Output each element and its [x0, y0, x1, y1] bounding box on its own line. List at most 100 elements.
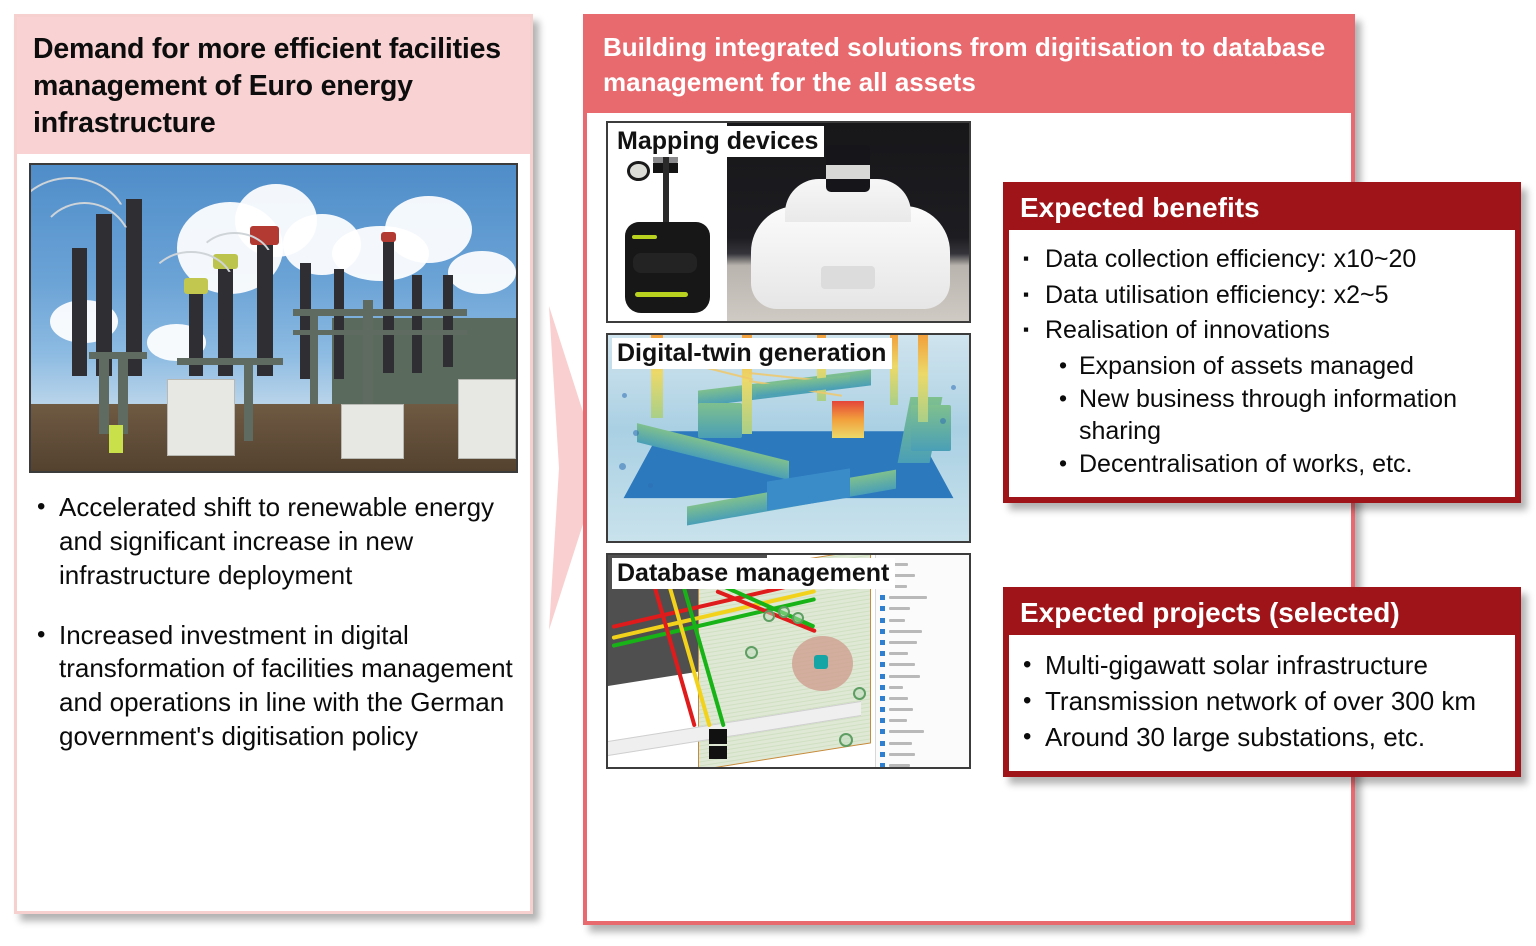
gis-node	[853, 686, 867, 700]
scanner-camera	[627, 160, 650, 181]
point-cloud-speck	[618, 462, 626, 470]
layer-checkbox-icon[interactable]	[880, 740, 886, 746]
list-item: • Transmission network of over 300 km	[1023, 685, 1505, 718]
layer-name-text	[889, 696, 909, 700]
layer-checkbox-icon[interactable]	[880, 718, 886, 724]
gis-layer-row[interactable]	[880, 660, 967, 670]
gis-layer-row[interactable]	[880, 615, 967, 625]
gis-layer-row[interactable]	[880, 626, 967, 636]
list-item: • Around 30 large substations, etc.	[1023, 721, 1505, 754]
expected-benefits-title: Expected benefits	[1020, 192, 1260, 223]
left-panel-title: Demand for more efficient facilities man…	[33, 33, 501, 140]
layer-checkbox-icon[interactable]	[880, 595, 886, 601]
gis-node	[763, 610, 776, 623]
backpack-strap	[631, 234, 658, 239]
layer-checkbox-icon[interactable]	[880, 695, 886, 701]
layer-name-text	[889, 663, 916, 667]
gis-layer-row[interactable]	[880, 637, 967, 647]
steel-column	[98, 354, 109, 435]
layer-checkbox-icon[interactable]	[880, 673, 886, 679]
gis-node	[792, 612, 805, 625]
steel-beam	[292, 308, 468, 316]
layer-name-text	[889, 741, 912, 745]
layer-checkbox-icon[interactable]	[880, 707, 886, 713]
layer-checkbox-icon[interactable]	[880, 628, 886, 634]
card-label-mapping-devices: Mapping devices	[612, 126, 825, 158]
list-item: ▪ Realisation of innovations	[1023, 315, 1505, 347]
list-item: • Accelerated shift to renewable energy …	[37, 491, 516, 592]
overhead-wire	[147, 250, 235, 288]
layer-name-text	[889, 585, 907, 589]
point-cloud-hot-equipment	[831, 401, 865, 439]
layer-checkbox-icon[interactable]	[880, 606, 886, 612]
steel-column	[309, 308, 318, 404]
gis-layer-row[interactable]	[880, 649, 967, 659]
insulator-stack	[300, 263, 312, 380]
list-item-text: Transmission network of over 300 km	[1045, 686, 1477, 717]
gis-layer-row[interactable]	[880, 749, 967, 759]
gis-layer-row[interactable]	[880, 693, 967, 703]
list-item-text: Data collection efficiency: x10~20	[1045, 245, 1417, 274]
list-item: ▪ Data collection efficiency: x10~20	[1023, 244, 1505, 276]
bullet-marker: •	[1023, 687, 1032, 715]
backpack-pocket	[633, 253, 697, 274]
layer-checkbox-icon[interactable]	[880, 617, 886, 623]
gis-layer-row[interactable]	[880, 738, 967, 748]
overhead-wire	[195, 232, 274, 263]
gis-layer-row[interactable]	[880, 761, 967, 768]
layer-checkbox-icon[interactable]	[880, 639, 886, 645]
gis-layer-panel[interactable]	[875, 555, 969, 768]
list-item-text: Data utilisation efficiency: x2~5	[1045, 280, 1389, 309]
point-cloud-speck	[647, 483, 653, 489]
layer-checkbox-icon[interactable]	[880, 751, 886, 757]
expected-benefits-box: Expected benefits ▪ Data collection effi…	[1003, 182, 1521, 503]
card-digital-twin: Digital-twin generation	[606, 333, 971, 544]
gis-layer-row[interactable]	[880, 716, 967, 726]
control-cabinet	[341, 403, 405, 459]
layer-name-text	[889, 685, 904, 689]
layer-name-text	[889, 596, 928, 600]
layer-name-text	[889, 752, 916, 756]
gis-node	[839, 733, 854, 748]
sub-list-item-text: New business through information sharing	[1079, 385, 1457, 445]
layer-name-text	[889, 629, 923, 633]
substation-photo-container	[17, 154, 530, 474]
layer-checkbox-icon[interactable]	[880, 684, 886, 690]
gis-database-screenshot	[608, 555, 969, 768]
layer-name-text	[889, 607, 910, 611]
gis-layer-row[interactable]	[880, 671, 967, 681]
layer-checkbox-icon[interactable]	[880, 651, 886, 657]
steel-beam	[89, 351, 148, 360]
card-database-management: Database management	[606, 553, 971, 770]
left-panel-bullet-list: • Accelerated shift to renewable energy …	[17, 473, 530, 754]
layer-name-text	[889, 640, 917, 644]
control-cabinet	[166, 379, 235, 456]
list-item: ▪ Data utilisation efficiency: x2~5	[1023, 280, 1505, 312]
expected-projects-body: • Multi-gigawatt solar infrastructure • …	[1009, 635, 1515, 772]
middle-panel-cards: Mapping devices	[587, 113, 1351, 770]
gis-layer-row[interactable]	[880, 593, 967, 603]
sub-list-item-text: Expansion of assets managed	[1079, 351, 1414, 380]
layer-checkbox-icon[interactable]	[880, 763, 886, 768]
point-cloud-column	[741, 335, 753, 435]
gis-layer-row[interactable]	[880, 604, 967, 614]
gis-layer-row[interactable]	[880, 682, 967, 692]
overhead-wire	[31, 177, 128, 226]
list-item-text: Around 30 large substations, etc.	[1045, 722, 1426, 753]
gis-layer-row[interactable]	[880, 705, 967, 715]
expected-benefits-body: ▪ Data collection efficiency: x10~20 ▪ D…	[1009, 230, 1515, 497]
layer-checkbox-icon[interactable]	[880, 729, 886, 735]
bullet-marker: •	[1059, 351, 1068, 378]
list-item-text: Accelerated shift to renewable energy an…	[59, 492, 495, 590]
gis-layer-row[interactable]	[880, 727, 967, 737]
steel-column	[244, 360, 254, 441]
point-cloud-column	[889, 335, 899, 406]
expected-projects-box: Expected projects (selected) • Multi-gig…	[1003, 587, 1521, 778]
sub-list-item: • Decentralisation of works, etc.	[1059, 449, 1505, 481]
insulator-stack	[382, 238, 394, 374]
layer-checkbox-icon[interactable]	[880, 662, 886, 668]
cloud-shape	[448, 250, 516, 294]
gis-node	[777, 606, 790, 619]
insulator-stack	[188, 290, 203, 377]
card-label-digital-twin: Digital-twin generation	[612, 338, 893, 370]
